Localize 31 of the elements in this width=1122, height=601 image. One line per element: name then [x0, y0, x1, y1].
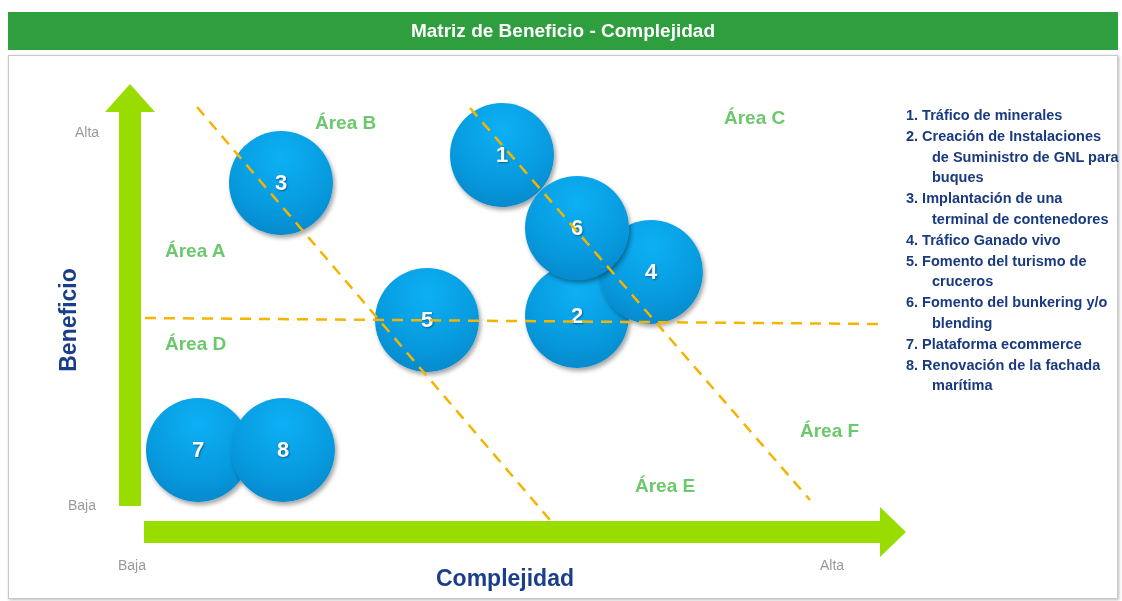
area-label: Área D [165, 333, 227, 355]
legend-list-item: 5. Fomento del turismo de cruceros [906, 251, 1088, 292]
axis-tick-label: Alta [75, 124, 100, 140]
axis-tick-label: Alta [820, 557, 845, 573]
bubble-number: 4 [644, 259, 658, 285]
area-label: Área E [635, 475, 696, 497]
bubble-number: 5 [420, 307, 434, 333]
area-label: Área A [165, 240, 226, 262]
numbered-bubble [525, 176, 629, 280]
legend-list-item: 8. Renovación de la fachada marítima [906, 355, 1102, 396]
area-label: Área B [315, 112, 377, 134]
numbered-bubble [229, 131, 333, 235]
bubble-number: 3 [274, 170, 288, 196]
axis-tick-label: Baja [68, 497, 97, 513]
area-label: Área F [800, 420, 860, 442]
legend-list-item: 6. Fomento del bunkering y/o blending [906, 293, 1109, 333]
bubble-number: 7 [191, 437, 205, 463]
area-label: Área C [724, 107, 786, 129]
legend-list-item: 4. Tráfico Ganado vivo [906, 230, 1062, 250]
axis-title: Beneficio [54, 268, 82, 372]
bubble-number: 8 [276, 437, 290, 463]
axis-title: Complejidad [436, 564, 574, 592]
title-bar: Matriz de Beneficio - Complejidad [8, 12, 1118, 50]
legend-list-item: 3. Implantación de una terminal de contenedores [906, 189, 1110, 229]
legend-list-item: 2. Creación de Instalaciones de Suministro de GNL para buques [906, 126, 1120, 188]
bubble-number: 1 [495, 142, 509, 168]
legend-list-item: 1. Tráfico de minerales [906, 106, 1064, 125]
bubble-number: 2 [570, 303, 584, 329]
axis-tick-label: Baja [118, 557, 147, 573]
legend-list-item: 7. Plataforma ecommerce [906, 334, 1083, 354]
numbered-bubble [231, 398, 335, 502]
